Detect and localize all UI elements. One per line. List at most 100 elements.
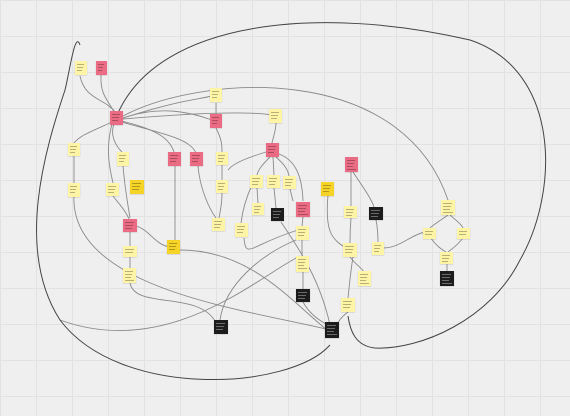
connector[interactable] — [272, 156, 275, 176]
sticky-note[interactable] — [321, 182, 334, 196]
connector[interactable] — [79, 75, 117, 114]
sticky-note[interactable] — [68, 143, 80, 156]
connector[interactable] — [219, 239, 297, 321]
connector[interactable] — [275, 156, 290, 177]
connector[interactable] — [197, 165, 217, 219]
connector[interactable] — [122, 165, 131, 219]
connector[interactable] — [107, 123, 114, 184]
scribble-line — [254, 209, 260, 210]
loop-connector-left[interactable] — [36, 41, 331, 381]
sticky-note[interactable] — [130, 180, 144, 194]
sticky-note[interactable] — [123, 246, 137, 257]
scribble-line — [169, 243, 177, 244]
sticky-note[interactable] — [344, 206, 357, 218]
sticky-note[interactable] — [96, 61, 107, 75]
connector[interactable] — [120, 121, 197, 154]
connector[interactable] — [278, 153, 304, 202]
connector[interactable] — [429, 236, 447, 253]
connector[interactable] — [289, 188, 294, 202]
connector[interactable] — [122, 87, 449, 201]
connector[interactable] — [447, 237, 464, 253]
scribble-line — [98, 67, 103, 68]
connector[interactable] — [218, 192, 223, 219]
sticky-note[interactable] — [345, 157, 358, 172]
sticky-note[interactable] — [250, 175, 263, 188]
sticky-note[interactable] — [441, 200, 455, 215]
sticky-note[interactable] — [296, 202, 310, 217]
connector[interactable] — [256, 187, 259, 204]
connector[interactable] — [349, 217, 352, 244]
sticky-note-dark[interactable] — [325, 322, 339, 338]
connector[interactable] — [135, 225, 171, 248]
sticky-note[interactable] — [216, 180, 228, 193]
sticky-note[interactable] — [123, 268, 136, 283]
sticky-note[interactable] — [210, 88, 222, 102]
sticky-note[interactable] — [341, 298, 355, 312]
connector[interactable] — [273, 187, 277, 209]
connector[interactable] — [375, 219, 379, 243]
sticky-note[interactable] — [267, 175, 280, 188]
sticky-note[interactable] — [123, 219, 137, 232]
loop-connector-right[interactable] — [117, 22, 547, 349]
sticky-note[interactable] — [106, 183, 119, 196]
connector[interactable] — [449, 214, 464, 229]
connector[interactable] — [326, 194, 351, 251]
sticky-note[interactable] — [190, 152, 203, 166]
connector[interactable] — [100, 74, 115, 113]
connector[interactable] — [429, 214, 449, 229]
scribble-line — [273, 211, 281, 212]
connector[interactable] — [301, 216, 304, 227]
sticky-note[interactable] — [210, 114, 222, 128]
connector[interactable] — [243, 229, 299, 250]
sticky-note[interactable] — [372, 242, 384, 255]
sticky-note-dark[interactable] — [369, 207, 383, 220]
connector[interactable] — [120, 120, 175, 153]
connector[interactable] — [73, 195, 331, 331]
connector[interactable] — [240, 184, 253, 224]
sticky-note[interactable] — [343, 243, 357, 257]
sticky-note[interactable] — [68, 183, 80, 197]
connector[interactable] — [271, 122, 277, 144]
sticky-note[interactable] — [358, 271, 371, 286]
sticky-note[interactable] — [167, 240, 180, 254]
sticky-note[interactable] — [212, 218, 225, 231]
connector[interactable] — [122, 112, 273, 120]
sticky-note[interactable] — [440, 252, 453, 264]
sticky-note-dark[interactable] — [271, 208, 284, 221]
scribble-line — [298, 205, 307, 206]
connector[interactable] — [122, 110, 213, 121]
sticky-note[interactable] — [457, 228, 470, 239]
scribble-line — [345, 249, 353, 250]
sticky-note-hub[interactable] — [110, 111, 123, 125]
connector[interactable] — [382, 231, 426, 249]
connector[interactable] — [227, 151, 267, 171]
connector[interactable] — [73, 121, 113, 144]
connector[interactable] — [59, 255, 301, 331]
connector[interactable] — [179, 249, 328, 331]
sticky-note-dark[interactable] — [214, 320, 228, 334]
scribble-line — [346, 209, 354, 210]
connector[interactable] — [215, 127, 223, 153]
sticky-note[interactable] — [168, 152, 181, 166]
connector[interactable] — [347, 256, 354, 299]
connector[interactable] — [256, 156, 271, 176]
sticky-note[interactable] — [296, 256, 309, 272]
sticky-note[interactable] — [423, 228, 436, 239]
sticky-note[interactable] — [283, 176, 296, 189]
sticky-note[interactable] — [216, 152, 228, 165]
sticky-note[interactable] — [266, 143, 279, 157]
sticky-note-dark[interactable] — [440, 271, 454, 286]
sticky-note-dark[interactable] — [296, 289, 310, 302]
connector[interactable] — [112, 195, 130, 220]
sticky-note[interactable] — [252, 203, 264, 215]
connector[interactable] — [112, 123, 123, 153]
connector[interactable] — [129, 282, 217, 324]
sticky-note[interactable] — [235, 223, 248, 237]
sticky-note[interactable] — [75, 61, 87, 75]
connector[interactable] — [352, 171, 375, 208]
scribble-line — [371, 216, 378, 217]
sticky-note[interactable] — [296, 226, 309, 240]
sticky-note[interactable] — [117, 152, 129, 166]
sticky-note[interactable] — [269, 109, 282, 123]
